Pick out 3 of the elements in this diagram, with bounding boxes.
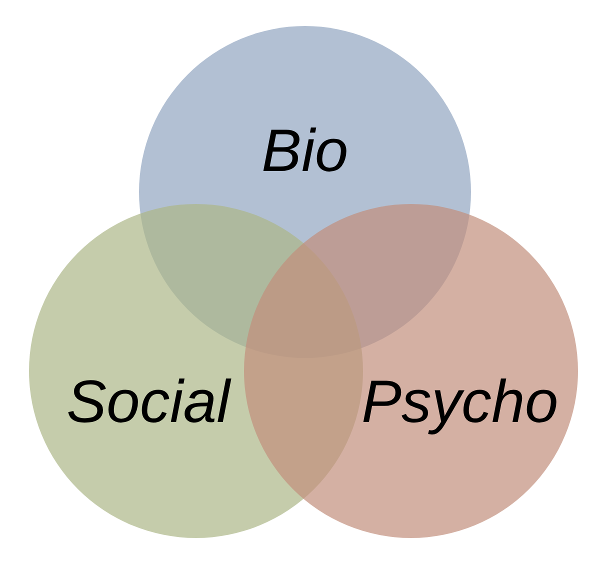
set-label: Bio bbox=[262, 121, 348, 181]
set-label: Psycho bbox=[362, 372, 558, 432]
set-label: Social bbox=[66, 372, 230, 432]
